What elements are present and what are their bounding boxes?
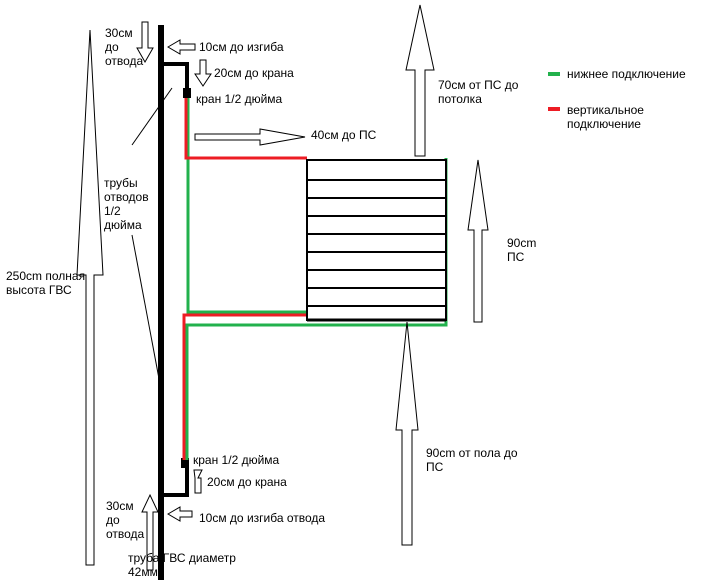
pointer-line	[131, 234, 164, 401]
red-return-line	[182, 313, 307, 460]
label-radiator-height: 90cm ПС	[507, 236, 537, 264]
label-top-to-branch: 30см до отвода	[105, 26, 144, 68]
right-arrow-radiator	[194, 128, 306, 146]
bottom-branch-pipe	[161, 462, 189, 497]
up-arrow-bottom-valve	[193, 469, 203, 494]
floor-arrow	[395, 321, 419, 546]
label-to-ceiling: 70см от ПС до потолка	[438, 78, 519, 106]
label-bottom-valve: кран 1/2 дюйма	[193, 453, 280, 467]
legend-green-label: нижнее подключение	[567, 67, 686, 81]
legend-red-label: вертикальное подключение	[567, 103, 644, 131]
label-floor-to-radiator: 90cm от пола до ПС	[426, 446, 518, 474]
radiator-height-arrow	[467, 159, 489, 323]
left-arrow-top	[167, 39, 196, 55]
label-to-radiator: 40см до ПС	[311, 128, 377, 142]
label-top-to-valve: 20см до крана	[214, 66, 294, 80]
label-total-height: 250cm полная высота ГВС	[6, 269, 86, 297]
label-bottom-to-bend: 10см до изгиба отвода	[199, 511, 326, 525]
label-pipes-branch: трубы отводов 1/2 дюйма	[104, 176, 149, 232]
label-pipe-diameter: труба ГВС диаметр 42мм	[128, 551, 236, 579]
red-supply-line	[184, 98, 307, 160]
down-arrow-valve	[194, 59, 212, 87]
label-top-to-bend: 10см до изгиба	[199, 40, 284, 54]
green-supply-line	[186, 98, 307, 314]
pointer-line	[131, 87, 173, 146]
label-bottom-to-valve: 20см до крана	[207, 475, 287, 489]
label-bottom-to-branch: 30см до отвода	[106, 499, 145, 541]
left-arrow-bottom	[167, 506, 193, 522]
total-height-arrow	[76, 29, 104, 566]
up-arrow-bottom	[141, 493, 159, 571]
down-arrow-top	[136, 21, 154, 64]
ceiling-arrow	[405, 4, 435, 157]
label-top-valve: кран 1/2 дюйма	[196, 92, 283, 106]
top-valve-icon	[183, 88, 191, 98]
top-branch-pipe	[161, 62, 189, 95]
radiator-icon	[306, 159, 447, 322]
bottom-valve-icon	[181, 458, 189, 468]
